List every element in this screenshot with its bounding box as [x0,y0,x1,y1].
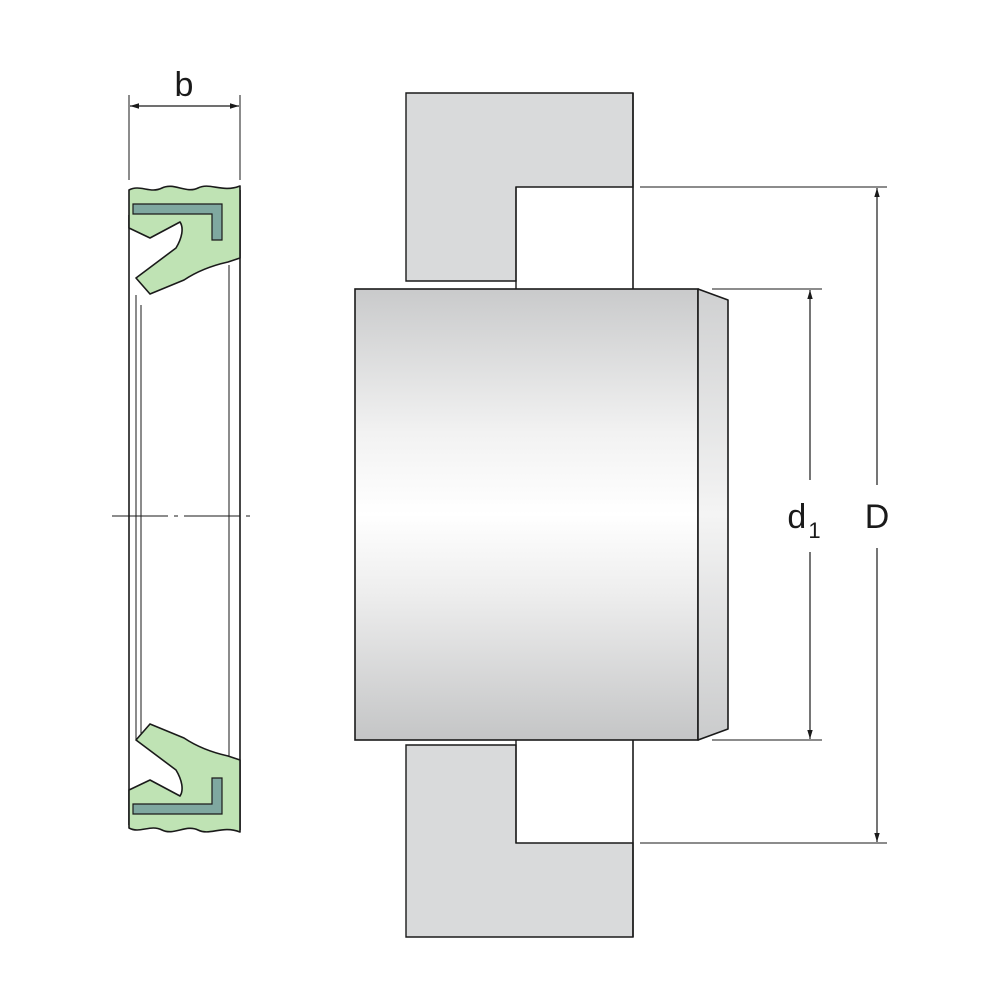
seal-profile-bottom [128,723,241,833]
dimension-d1-label: d1 [787,498,820,543]
seal-profile-top [128,185,241,295]
seal-section [112,185,255,833]
housing-top [405,92,634,282]
shaft [354,288,729,741]
housing-bottom [405,744,634,938]
dimension-D: D [640,186,890,844]
shaft-chamfer [697,288,729,741]
dimension-d1-label-main: d [787,498,806,536]
dimension-b-label: b [175,66,194,104]
shaft-body [354,288,699,741]
dimension-D-label: D [865,498,890,536]
dimension-d1: d1 [712,288,822,741]
dimension-b: b [128,66,241,180]
dimension-d1-label-sub: 1 [808,518,820,543]
